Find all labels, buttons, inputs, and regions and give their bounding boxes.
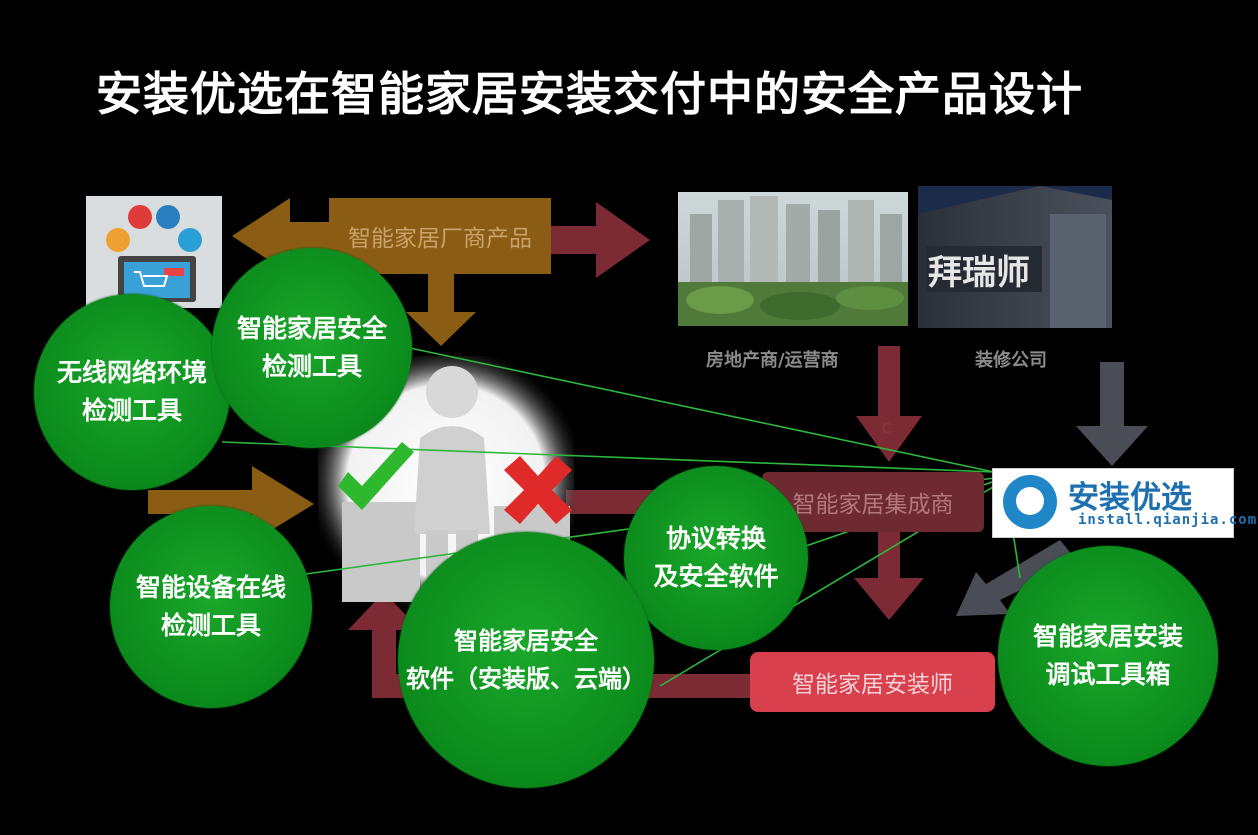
wireless-network-check-circle: 无线网络环境 检测工具 (34, 294, 230, 490)
security-software-circle: 智能家居安全 软件（安装版、云端） (398, 532, 654, 788)
check-icon (338, 442, 414, 510)
arrow-decoration-down (1076, 362, 1148, 466)
installer-box: 智能家居安装师 (750, 652, 995, 712)
device-online-check-label: 智能设备在线 检测工具 (135, 573, 286, 640)
wireless-network-check-label: 无线网络环境 检测工具 (56, 358, 207, 425)
building-sign: 拜瑞师 (928, 253, 1030, 293)
arrow-realestate-down (856, 346, 922, 462)
logo-q-inner (1016, 487, 1044, 515)
arrow-c-mark: C (882, 422, 892, 437)
arrow-manufacturer-left (232, 198, 329, 274)
ecommerce-illustration (86, 196, 222, 308)
decoration-building-photo (918, 186, 1112, 328)
install-toolbox-label: 智能家居安装 调试工具箱 (1032, 622, 1183, 689)
truck-icon (128, 205, 152, 229)
arrow-gold-right (148, 466, 314, 542)
real-estate-label: 房地产商/运营商 (706, 350, 839, 371)
protocol-conversion-label: 协议转换 及安全软件 (653, 524, 779, 591)
phone-icon (106, 228, 130, 252)
device-online-check-circle: 智能设备在线 检测工具 (110, 506, 312, 708)
page-title: 安装优选在智能家居安装交付中的安全产品设计 (96, 67, 1083, 121)
real-estate-photo (678, 192, 908, 326)
manufacturer-products-box: 智能家居厂商产品 (329, 198, 551, 274)
cart-icon (134, 271, 169, 287)
logo-name: 安装优选 (1068, 480, 1192, 516)
cross-icon (504, 456, 572, 524)
security-software-label: 智能家居安全 软件（安装版、云端） (406, 627, 646, 693)
protocol-conversion-circle: 协议转换 及安全软件 (624, 466, 808, 650)
logo-url: install.qianjia.com (1078, 512, 1258, 528)
decoration-company-label: 装修公司 (975, 350, 1047, 371)
arrow-logo-to-installer (956, 540, 1078, 616)
arrow-manufacturer-right (551, 202, 650, 278)
install-toolbox-circle: 智能家居安装 调试工具箱 (998, 546, 1218, 766)
arrow-integrator-down (854, 532, 924, 620)
gift-icon (156, 205, 180, 229)
security-check-tool-label: 智能家居安全 检测工具 (236, 314, 387, 381)
card-icon (178, 228, 202, 252)
security-check-tool-circle: 智能家居安全 检测工具 (212, 248, 412, 448)
arrow-manufacturer-down (406, 274, 476, 346)
